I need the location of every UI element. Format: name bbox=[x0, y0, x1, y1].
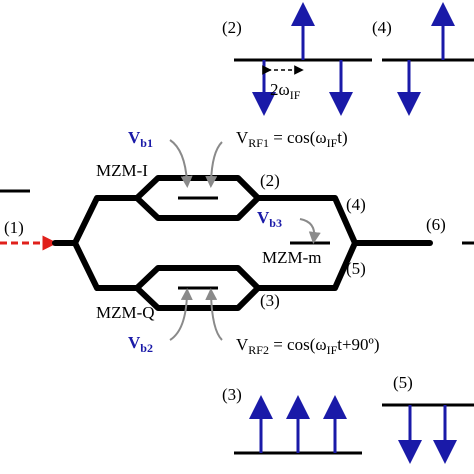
node-6-label: (6) bbox=[426, 215, 446, 234]
vrf1-label: VRF1 = cos(ωIFt) bbox=[236, 128, 348, 150]
outer-upper-arm bbox=[72, 195, 140, 246]
mzm-q-label: MZM-Q bbox=[96, 303, 155, 322]
spacing-label: 2ωIF bbox=[270, 80, 301, 102]
node-4-label: (4) bbox=[346, 195, 366, 214]
node-5-label: (5) bbox=[346, 259, 366, 278]
vb3-pointer bbox=[299, 218, 321, 244]
vb2-label: Vb2 bbox=[128, 333, 153, 355]
pointers bbox=[169, 139, 321, 341]
spectrum-5: (5) bbox=[382, 373, 474, 464]
outer-lower-arm-right bbox=[264, 240, 358, 291]
spectrum-3: (3) bbox=[222, 385, 362, 455]
outer-lower-arm bbox=[72, 240, 140, 291]
node-2-label: (2) bbox=[260, 171, 280, 190]
spectrum-4: (4) bbox=[372, 2, 474, 116]
vb1-label: Vb1 bbox=[128, 128, 153, 150]
waveguide bbox=[52, 175, 433, 311]
outer-upper-arm-right bbox=[264, 195, 358, 246]
vb1-pointer bbox=[169, 139, 193, 188]
node-3-label: (3) bbox=[260, 291, 280, 310]
vb3-label: Vb3 bbox=[257, 208, 282, 230]
spectrum-3-label: (3) bbox=[222, 385, 242, 404]
spectrum-2-label: (2) bbox=[222, 18, 242, 37]
vb2-pointer bbox=[169, 288, 193, 341]
vrf2-label: VRF2 = cos(ωIFt+90º) bbox=[236, 335, 380, 357]
vrf2-pointer bbox=[205, 288, 223, 341]
mzm-i-label: MZM-I bbox=[96, 161, 148, 180]
spectrum-5-label: (5) bbox=[393, 373, 413, 392]
input-label: (1) bbox=[4, 218, 24, 237]
spectrum-2: (2) 2ωIF bbox=[222, 2, 372, 116]
spectrum-4-label: (4) bbox=[372, 18, 392, 37]
mzm-m-label: MZM-m bbox=[262, 248, 322, 267]
vrf1-pointer bbox=[205, 141, 223, 188]
